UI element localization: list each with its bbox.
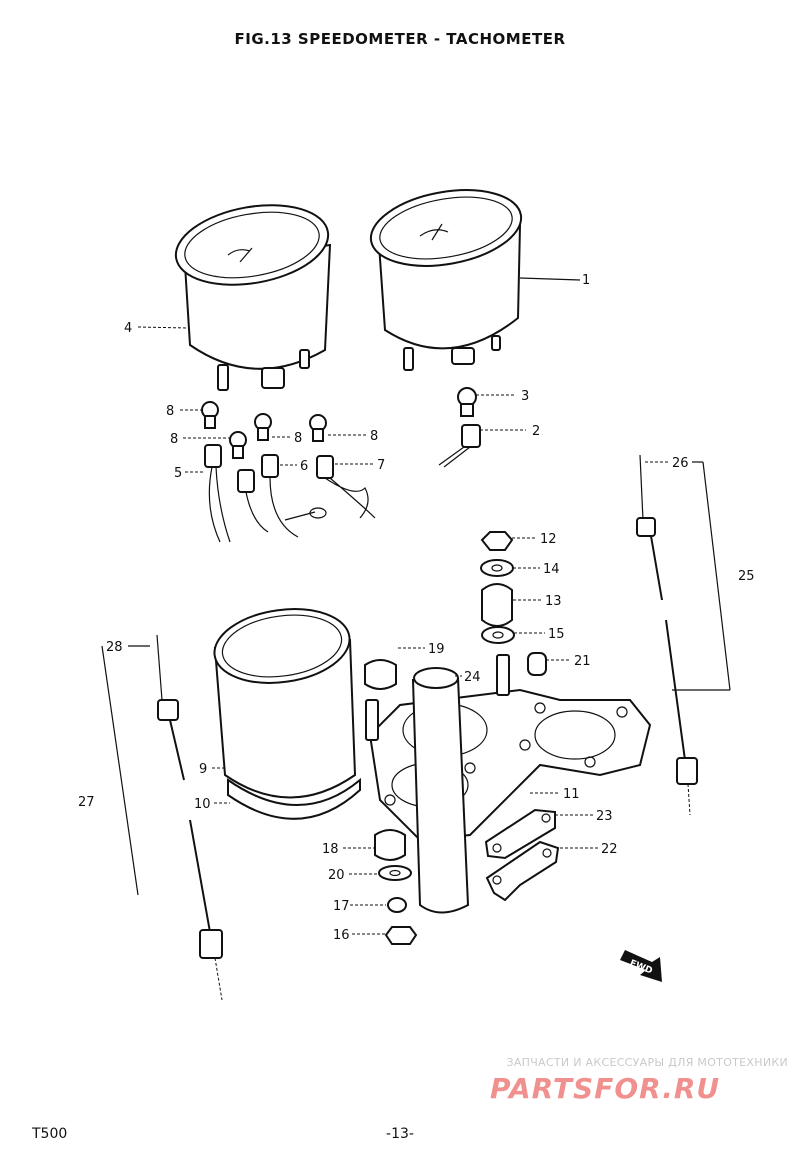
label-9: 9 bbox=[199, 762, 207, 777]
fork-tube bbox=[411, 667, 470, 914]
label-22: 22 bbox=[601, 842, 618, 857]
watermark-logo-text: PARTSFOR.RU bbox=[490, 1072, 720, 1105]
figure-title: FIG.13 SPEEDOMETER - TACHOMETER bbox=[234, 30, 566, 48]
label-2: 2 bbox=[532, 424, 540, 439]
label-8-a: 8 bbox=[166, 404, 174, 419]
label-17: 17 bbox=[333, 899, 350, 914]
label-16: 16 bbox=[333, 928, 350, 943]
tachometer-gauge bbox=[369, 189, 523, 371]
washers-and-nuts bbox=[374, 829, 418, 945]
speedometer-cable bbox=[156, 634, 223, 1001]
label-24: 24 bbox=[464, 670, 481, 685]
meter-case bbox=[213, 608, 361, 820]
label-21: 21 bbox=[574, 654, 591, 669]
model-code: T500 bbox=[32, 1126, 68, 1142]
label-1: 1 bbox=[582, 273, 590, 288]
mounting-hardware bbox=[364, 531, 547, 741]
label-8-d: 8 bbox=[370, 429, 378, 444]
label-20: 20 bbox=[328, 868, 345, 883]
label-6: 6 bbox=[300, 459, 308, 474]
label-8-b: 8 bbox=[170, 432, 178, 447]
label-27: 27 bbox=[78, 795, 95, 810]
label-10: 10 bbox=[194, 797, 211, 812]
label-5: 5 bbox=[174, 466, 182, 481]
watermark-logo: PARTSFOR.RU bbox=[490, 1072, 720, 1105]
tachometer-cable bbox=[636, 454, 698, 816]
label-13: 13 bbox=[545, 594, 562, 609]
leader-lines bbox=[101, 277, 731, 935]
label-18: 18 bbox=[322, 842, 339, 857]
label-8-c: 8 bbox=[294, 431, 302, 446]
speedometer-gauge bbox=[174, 204, 332, 391]
label-19: 19 bbox=[428, 642, 445, 657]
label-25: 25 bbox=[738, 569, 755, 584]
forward-arrow: FWD bbox=[620, 950, 662, 982]
label-3: 3 bbox=[521, 389, 529, 404]
bulbs-and-sockets bbox=[201, 387, 481, 543]
label-15: 15 bbox=[548, 627, 565, 642]
part-number-labels: 4 1 3 2 8 8 8 8 5 6 7 12 14 13 15 21 19 … bbox=[78, 273, 755, 943]
label-28: 28 bbox=[106, 640, 123, 655]
label-26: 26 bbox=[672, 456, 689, 471]
label-4: 4 bbox=[124, 321, 132, 336]
label-14: 14 bbox=[543, 562, 560, 577]
label-23: 23 bbox=[596, 809, 613, 824]
clamp-plates bbox=[484, 808, 560, 902]
watermark-caption: ЗАПЧАСТИ И АКСЕССУАРЫ ДЛЯ МОТОТЕХНИКИ bbox=[506, 1056, 788, 1069]
label-11: 11 bbox=[563, 787, 580, 802]
page-number: -13- bbox=[386, 1126, 414, 1142]
label-7: 7 bbox=[377, 458, 385, 473]
label-12: 12 bbox=[540, 532, 557, 547]
